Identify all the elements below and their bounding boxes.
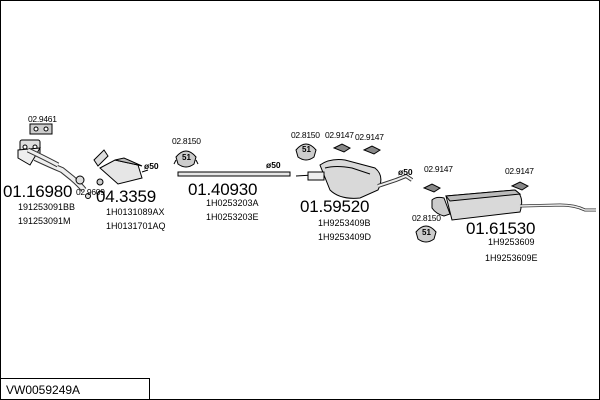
- gasket-part-number: 02.9461: [28, 114, 57, 124]
- hanger-3-part-number: 02.8150: [412, 213, 441, 223]
- catalyst-oem-2: 1H0131701AQ: [106, 221, 166, 231]
- rear-silencer-oem-1: 1H9253609: [488, 237, 535, 247]
- front-pipe-drawing: [17, 139, 87, 192]
- rear-silencer-part-number: 01.61530: [466, 219, 536, 238]
- intermediate-pipe-drawing: [177, 171, 291, 177]
- front-pipe-part-number: 01.16980: [3, 182, 73, 201]
- rear-silencer-oem-2: 1H9253609E: [485, 253, 538, 263]
- middle-silencer-part-number: 01.59520: [300, 197, 370, 216]
- hanger-1-drawing: [173, 150, 199, 168]
- front-pipe-oem-1: 191253091BB: [18, 202, 76, 212]
- middle-silencer-oem-2: 1H9253409D: [318, 232, 372, 242]
- hanger-3-badge: 51: [422, 228, 431, 237]
- middle-silencer-diameter: ø50: [398, 167, 413, 177]
- catalyst-oem-1: 1H0131089AX: [106, 207, 165, 217]
- catalyst-drawing: [93, 149, 149, 186]
- rear-clamp-2-part-number: 02.9147: [505, 166, 534, 176]
- clamp-02-9609-drawing: [75, 175, 91, 199]
- intermediate-pipe-oem-1: 1H0253203A: [206, 198, 259, 208]
- middle-silencer-drawing: [295, 159, 414, 199]
- clamps-rear-drawing: [422, 181, 529, 193]
- diagram-code-box: VW0059249A: [1, 378, 150, 399]
- intermediate-pipe-diameter: ø50: [266, 160, 281, 170]
- middle-clamp-2-part-number: 02.9147: [355, 132, 384, 142]
- hanger-3-drawing: [415, 225, 437, 243]
- intermediate-pipe-part-number: 01.40930: [188, 180, 258, 199]
- catalyst-diameter: ø50: [144, 161, 159, 171]
- catalyst-part-number: 04.3359: [96, 187, 157, 206]
- hanger-1-badge: 51: [182, 153, 191, 162]
- hanger-2-drawing: [295, 143, 317, 161]
- rear-silencer-drawing: [431, 189, 596, 221]
- middle-silencer-oem-1: 1H9253409B: [318, 218, 371, 228]
- front-pipe-oem-2: 191253091M: [18, 216, 71, 226]
- rear-clamp-1-part-number: 02.9147: [424, 164, 453, 174]
- diagram-code: VW0059249A: [6, 383, 81, 397]
- gasket-02-9461-drawing: [29, 123, 53, 135]
- clamp-part-number: 02.9609: [76, 187, 105, 197]
- clamps-middle-drawing: [332, 143, 381, 155]
- hanger-2-part-number: 02.8150: [291, 130, 320, 140]
- hanger-2-badge: 51: [302, 145, 311, 154]
- hanger-1-part-number: 02.8150: [172, 136, 201, 146]
- middle-clamp-1-part-number: 02.9147: [325, 130, 354, 140]
- intermediate-pipe-oem-2: 1H0253203E: [206, 212, 259, 222]
